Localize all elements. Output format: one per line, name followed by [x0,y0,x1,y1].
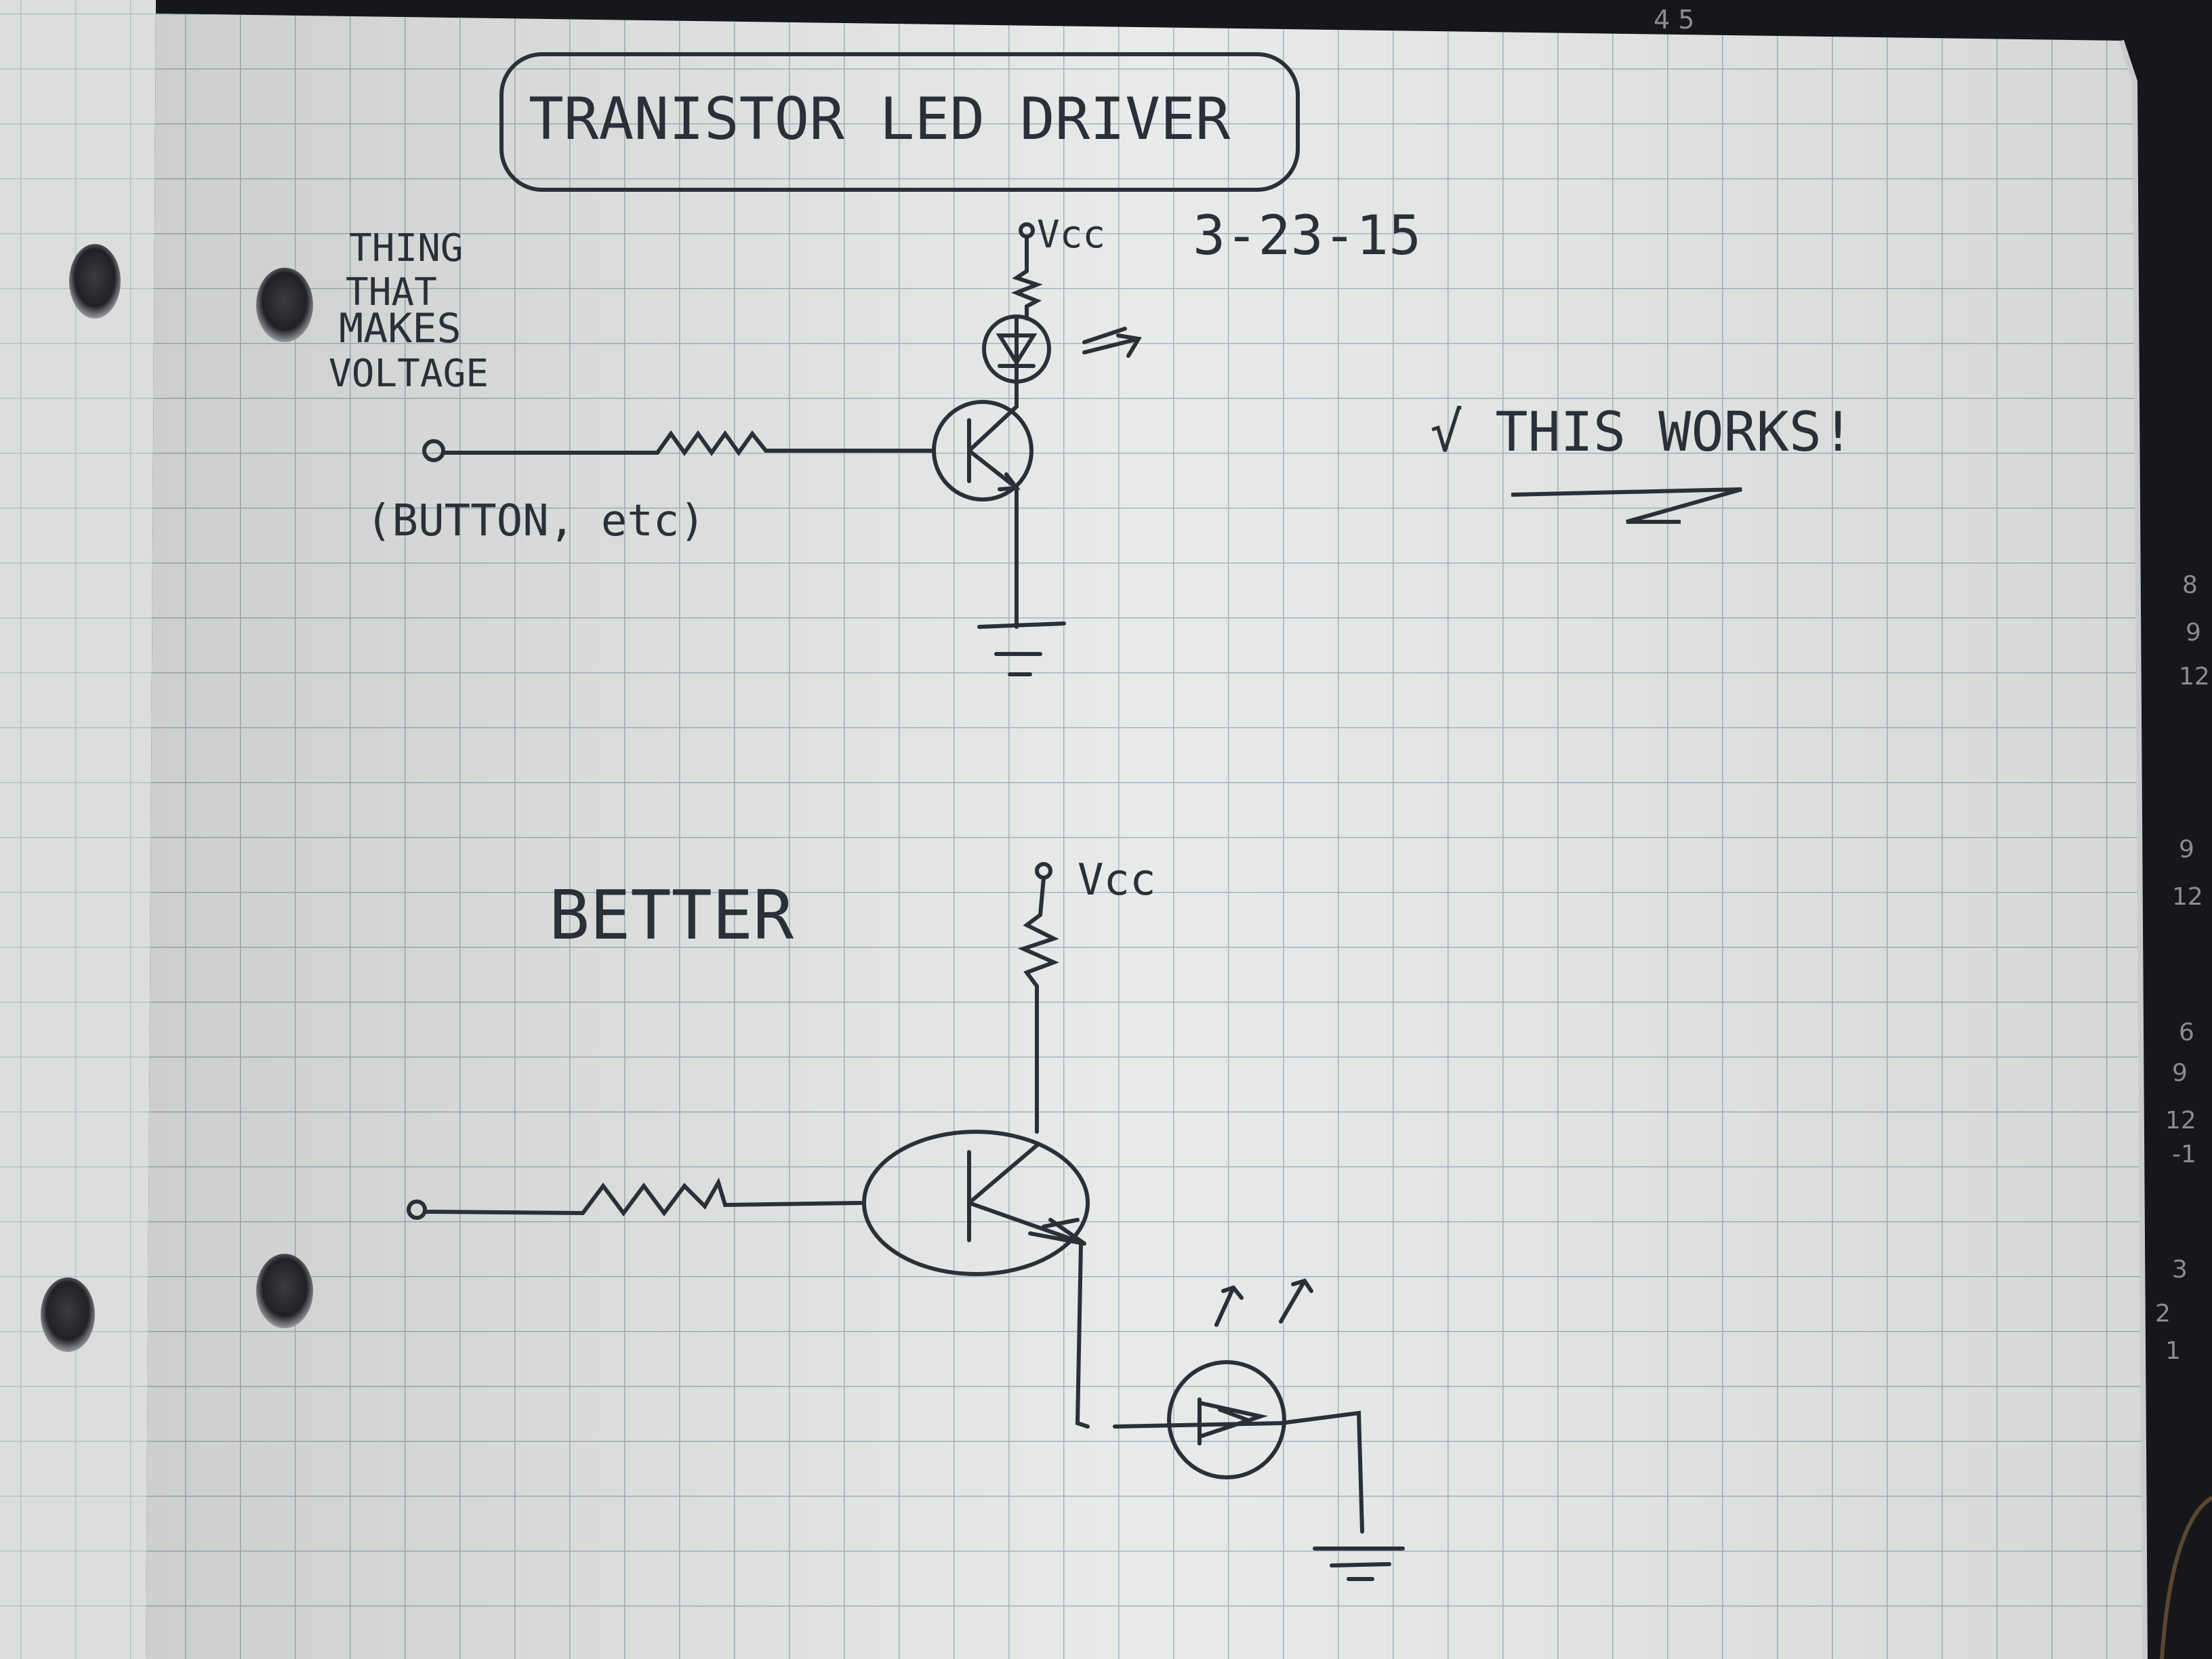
input-terminal [422,439,445,462]
cutting-mat-ruler: 4 5 8 9 12 9 12 6 9 12 -1 3 2 1 [1654,5,2212,1659]
notebook-page [146,14,2148,1659]
punch-holes [41,244,313,1352]
punch-hole [256,1254,313,1328]
ruler-mark: 9 [2172,1059,2188,1087]
transistor [862,1130,1090,1276]
punch-hole [256,268,313,342]
page-title: TRANISTOR LED DRIVER [529,85,1231,153]
ruler-mark: 12 [2165,1107,2196,1134]
transistor-leads [967,1143,1086,1246]
led-diode [1113,1397,1283,1446]
ruler-mark: 12 [2172,883,2203,911]
ruler-mark: 12 [2179,663,2210,691]
punch-hole [69,244,121,319]
input-terminal [407,1200,427,1220]
ruler-mark: 9 [2179,836,2194,863]
ruler-mark: 6 [2179,1019,2194,1046]
ruler-mark: 9 [2186,619,2201,647]
ground-symbol [977,621,1066,676]
check-underline [1511,487,1742,524]
date-note: 3-23-15 [1193,204,1421,267]
light-arrows [1214,1278,1313,1327]
led-diode [996,316,1038,382]
handwriting: TRANISTOR LED DRIVER 3-23-15 Vcc THING T… [329,52,1854,955]
ground-wire [1279,1410,1364,1534]
schematic-top [422,222,1142,676]
ruler-mark: 2 [2155,1300,2171,1328]
ruler-mark: 8 [2182,571,2198,599]
light-arrows [1082,327,1142,358]
ground-symbol [1313,1547,1405,1581]
ruler-mark: 1 [2165,1337,2181,1365]
input-wire [442,430,936,457]
better-label: BETTER [549,876,794,955]
led-symbol [1167,1360,1286,1479]
title-box [499,52,1300,192]
left-page [0,0,156,1659]
transistor-leads [967,377,1021,491]
source-note-line: MAKES [339,305,462,352]
ruler-mark: -1 [2172,1141,2196,1168]
button-note: (BUTTON, etc) [366,496,705,546]
source-note-line: THAT [346,270,437,314]
punch-hole [41,1277,95,1352]
resistor [1017,876,1059,1134]
source-note-line: THING [349,226,464,270]
ruler-mark: 4 5 [1654,5,1694,35]
ruler-mark: 3 [2172,1256,2188,1284]
schematic-bottom [407,862,1405,1581]
input-wire [424,1177,863,1216]
check-note: √ THIS WORKS! [1430,401,1854,464]
vcc-label-bottom: Vcc [1078,855,1156,905]
vcc-label-top: Vcc [1037,213,1105,257]
source-note-line: VOLTAGE [329,352,489,396]
emitter-wire [1075,1242,1090,1429]
resistor [1010,235,1043,321]
